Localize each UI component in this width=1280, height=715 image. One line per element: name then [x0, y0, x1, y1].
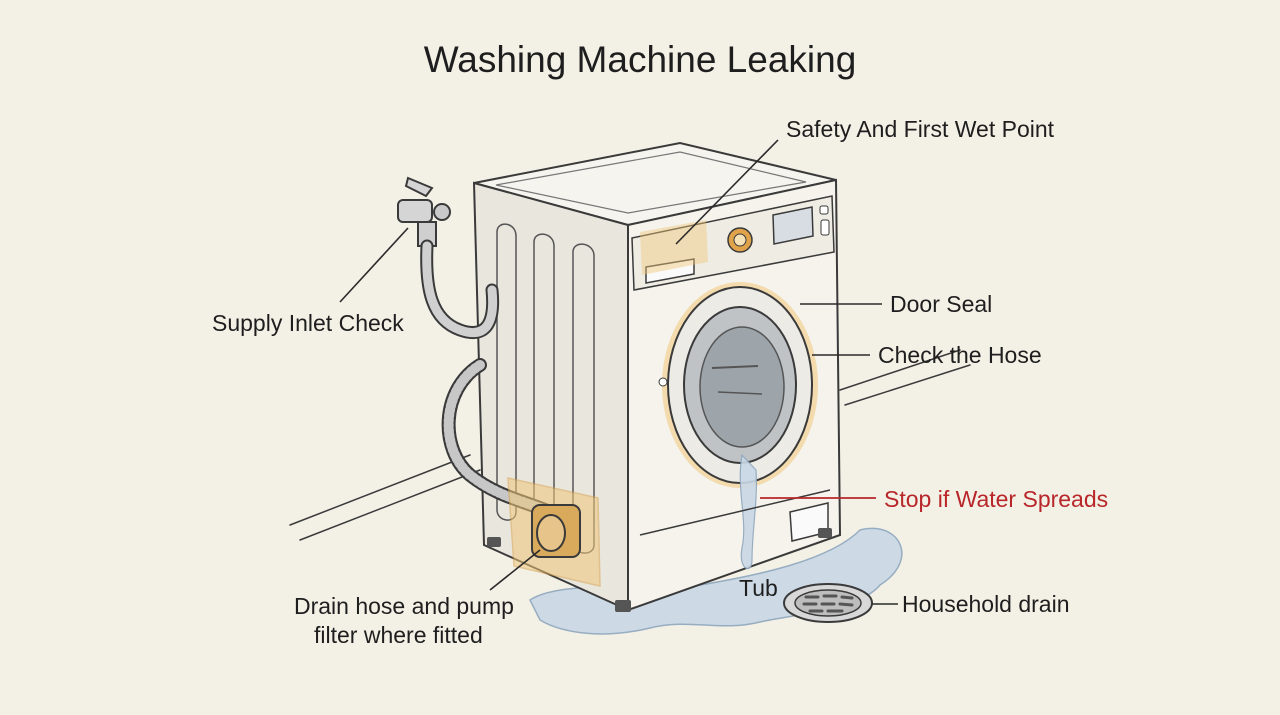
check-hose-label: Check the Hose [878, 342, 1042, 368]
callout-lines [339, 139, 898, 605]
supply-valve [397, 176, 451, 247]
drain-hose-leader-line [489, 549, 541, 591]
pump-filter [507, 477, 601, 587]
diagram-title: Washing Machine Leaking [424, 39, 857, 80]
safety-leader-line [675, 139, 779, 245]
drain-hose-label-line1: Drain hose and pump [294, 593, 514, 619]
tub-label: Tub [739, 575, 778, 601]
household-drain-label: Household drain [902, 591, 1070, 617]
supply-inlet-label: Supply Inlet Check [212, 310, 404, 336]
floor-wall-lines [289, 349, 971, 541]
drain-hose-label-line2: filter where fitted [314, 622, 483, 648]
household-drain [783, 583, 873, 623]
door-seal-label: Door Seal [890, 291, 992, 317]
safety-label: Safety And First Wet Point [786, 116, 1055, 142]
stop-water-label: Stop if Water Spreads [884, 486, 1108, 512]
supply-leader-line [339, 227, 409, 303]
